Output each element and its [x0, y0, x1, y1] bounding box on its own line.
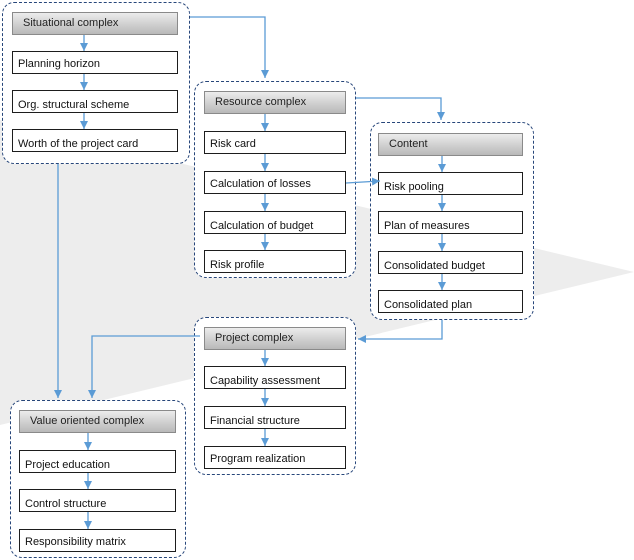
- value-oriented-complex-header[interactable]: Value oriented complex: [19, 410, 176, 433]
- consolidated-plan-box[interactable]: Consolidated plan: [378, 290, 523, 313]
- plan-of-measures-box[interactable]: Plan of measures: [378, 211, 523, 234]
- risk-profile-box[interactable]: Risk profile: [204, 250, 346, 273]
- project-complex-header[interactable]: Project complex: [204, 327, 346, 350]
- program-realization-box[interactable]: Program realization: [204, 446, 346, 469]
- resource-complex-header[interactable]: Resource complex: [204, 91, 346, 114]
- calculation-of-losses-box[interactable]: Calculation of losses: [204, 171, 346, 194]
- planning-horizon-box[interactable]: Planning horizon: [12, 51, 178, 74]
- financial-structure-box[interactable]: Financial structure: [204, 406, 346, 429]
- org-structural-scheme-box[interactable]: Org. structural scheme: [12, 90, 178, 113]
- risk-pooling-box[interactable]: Risk pooling: [378, 172, 523, 195]
- control-structure-box[interactable]: Control structure: [19, 489, 176, 512]
- consolidated-budget-box[interactable]: Consolidated budget: [378, 251, 523, 274]
- project-education-box[interactable]: Project education: [19, 450, 176, 473]
- risk-card-box[interactable]: Risk card: [204, 131, 346, 154]
- situational-complex-header[interactable]: Situational complex: [12, 12, 178, 35]
- content-header[interactable]: Content: [378, 133, 523, 156]
- calculation-of-budget-box[interactable]: Calculation of budget: [204, 211, 346, 234]
- responsibility-matrix-box[interactable]: Responsibility matrix: [19, 529, 176, 552]
- capability-assessment-box[interactable]: Capability assessment: [204, 366, 346, 389]
- worth-project-card-box[interactable]: Worth of the project card: [12, 129, 178, 152]
